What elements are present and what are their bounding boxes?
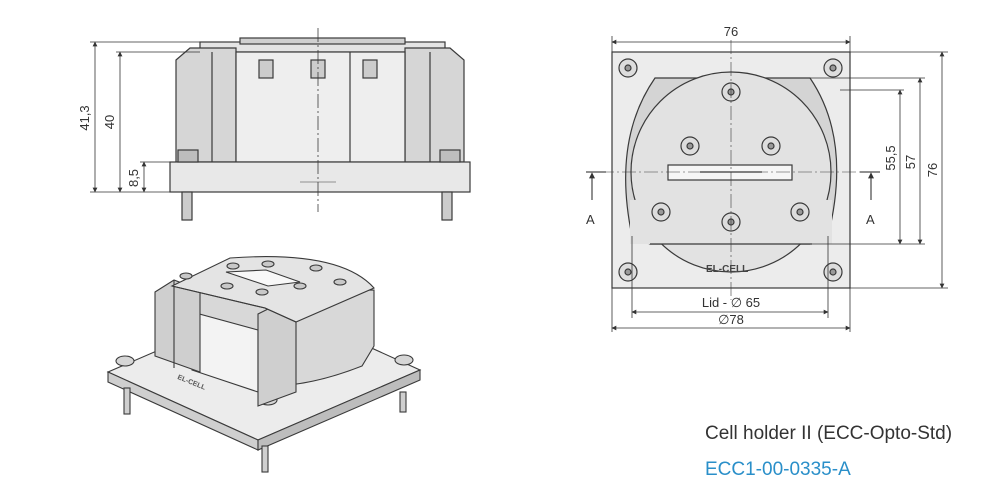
top-dimensions [611, 36, 948, 332]
iso-left-block [154, 279, 201, 373]
dim-76-height-label: 76 [925, 163, 940, 177]
side-right-block [404, 47, 465, 163]
side-dimensions [90, 41, 200, 193]
top-corner-screws [618, 58, 843, 282]
section-markers [586, 171, 880, 200]
dim-57-label: 57 [903, 155, 918, 169]
dim-78-label: ∅78 [718, 312, 744, 327]
dim-55-5-label: 55,5 [883, 145, 898, 170]
top-logo: EL-CELL [706, 264, 748, 275]
dim-lid-65-label: Lid - ∅ 65 [702, 295, 760, 310]
product-code: ECC1-00-0335-A [705, 459, 851, 480]
dim-41-3-label: 41,3 [77, 105, 92, 130]
dim-8-5-label: 8,5 [126, 169, 141, 187]
section-a-right-label: A [866, 212, 875, 227]
dim-40-label: 40 [102, 115, 117, 129]
side-left-block [175, 47, 237, 163]
side-view [169, 28, 471, 221]
dim-76-width-label: 76 [724, 24, 738, 39]
isometric-view [106, 256, 422, 473]
iso-lid [170, 256, 375, 323]
top-view [600, 40, 864, 300]
section-a-left-label: A [586, 212, 595, 227]
product-title: Cell holder II (ECC-Opto-Std) [705, 423, 953, 444]
top-lid-screws [651, 82, 810, 232]
side-base-plate [169, 161, 471, 193]
